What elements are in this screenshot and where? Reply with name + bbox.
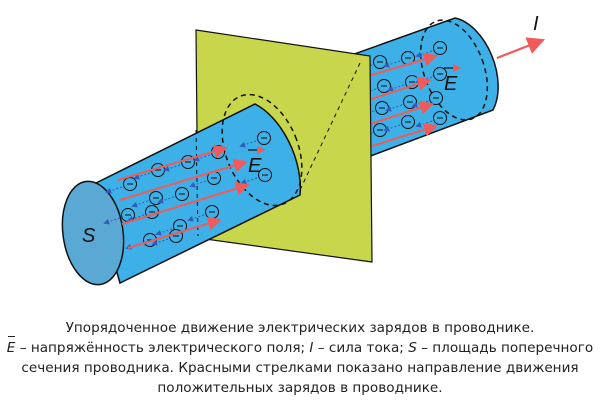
area-symbol: S xyxy=(408,340,417,356)
current-arrow xyxy=(367,52,438,77)
current-arrow xyxy=(127,216,222,249)
field-label-right: E xyxy=(444,73,458,95)
current-arrow xyxy=(371,122,438,147)
caption-text-area: – площадь поперечного xyxy=(416,340,594,356)
caption-line-2: E – напряжённость электрического поля; I… xyxy=(0,336,600,358)
electron-charge-icon xyxy=(415,41,447,58)
current-arrow-icon: I xyxy=(496,13,546,60)
electron-charge-icon xyxy=(383,115,415,132)
electron-charge-icon xyxy=(105,177,137,194)
current-arrows-near xyxy=(117,144,250,249)
electron-charge-icon xyxy=(415,111,447,128)
current-arrow xyxy=(369,101,434,125)
electron-charge-icon xyxy=(240,168,272,185)
current-label: I xyxy=(533,13,539,35)
current-arrows-far xyxy=(367,52,438,147)
caption-text-current: – сила тока; xyxy=(313,340,409,356)
field-vector-right: E xyxy=(444,63,462,95)
field-label-left: E xyxy=(248,155,262,177)
electron-charge-icon xyxy=(415,67,447,84)
current-symbol: I xyxy=(309,340,314,356)
current-arrow xyxy=(117,144,228,181)
caption-line-4: положительных зарядов в проводнике. xyxy=(157,380,443,396)
current-arrow xyxy=(121,181,250,225)
charges-far xyxy=(355,41,447,140)
current-arrow xyxy=(119,158,248,201)
caption: Упорядоченное движение электрических зар… xyxy=(0,318,600,398)
current-arrow xyxy=(367,77,432,101)
caption-line-3: сечения проводника. Красными стрелками п… xyxy=(21,360,579,376)
electron-charge-icon xyxy=(187,205,219,222)
field-vector-left: E xyxy=(248,145,266,177)
electron-charge-icon xyxy=(157,187,189,204)
conductor-diagram: S E E I xyxy=(61,13,546,286)
caption-line-1: Упорядоченное движение электрических зар… xyxy=(65,320,535,336)
caption-text-field: – напряжённость электрического поля; xyxy=(15,340,310,356)
electron-charge-icon xyxy=(239,131,271,148)
area-label: S xyxy=(82,225,96,247)
electron-charge-icon xyxy=(383,51,415,68)
cross-section-area xyxy=(61,180,125,286)
field-symbol: E xyxy=(6,336,16,356)
